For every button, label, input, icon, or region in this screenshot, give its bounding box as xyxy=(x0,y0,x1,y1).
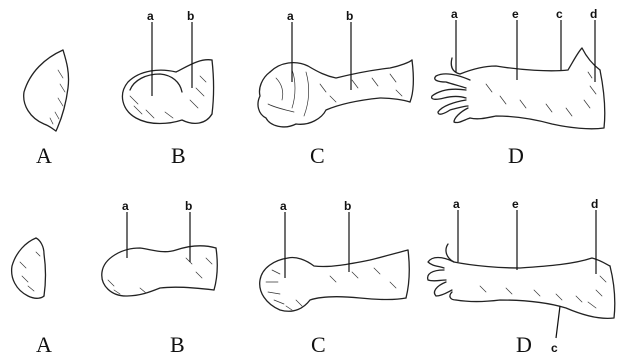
top-d-lead-c-label: c xyxy=(556,7,563,21)
bottom-c-lead-a-label: a xyxy=(280,199,287,213)
bottom-panel-a-drawing xyxy=(12,238,46,298)
bottom-panel-c-label: C xyxy=(311,332,326,357)
bottom-c-lead-b-label: b xyxy=(344,199,351,213)
top-d-lead-e-label: e xyxy=(512,7,519,21)
top-panel-a-drawing xyxy=(24,50,69,131)
bottom-b-lead-a-label: a xyxy=(122,199,129,213)
bottom-panel-d-drawing xyxy=(428,244,615,318)
top-panel-d-label: D xyxy=(508,143,524,168)
bottom-panel-b-drawing xyxy=(102,246,218,296)
bottom-d-lead-d-label: d xyxy=(591,197,598,211)
top-panel-c-label: C xyxy=(310,143,325,168)
top-panel-b-label: B xyxy=(171,143,186,168)
top-b-lead-a-label: a xyxy=(147,9,154,23)
top-c-lead-b-label: b xyxy=(346,9,353,23)
top-d-lead-d-label: d xyxy=(590,7,597,21)
bottom-b-lead-b-label: b xyxy=(185,199,192,213)
bottom-d-lead-c xyxy=(556,306,560,338)
bottom-d-lead-e-label: e xyxy=(512,197,519,211)
top-panel-c-drawing xyxy=(258,60,413,127)
bottom-panel-a-label: A xyxy=(36,332,52,357)
bottom-panel-c-drawing xyxy=(260,250,410,311)
top-panel-a-label: A xyxy=(36,143,52,168)
bottom-panel-d-label: D xyxy=(516,332,532,357)
top-b-lead-b-label: b xyxy=(187,9,194,23)
top-c-lead-a-label: a xyxy=(287,9,294,23)
top-d-lead-a-label: a xyxy=(451,7,458,21)
top-panel-d-drawing xyxy=(432,48,605,129)
bottom-d-lead-a-label: a xyxy=(453,197,460,211)
bottom-panel-b-label: B xyxy=(170,332,185,357)
bottom-d-lead-c-label: c xyxy=(551,341,558,355)
top-panel-b-drawing xyxy=(122,60,213,124)
